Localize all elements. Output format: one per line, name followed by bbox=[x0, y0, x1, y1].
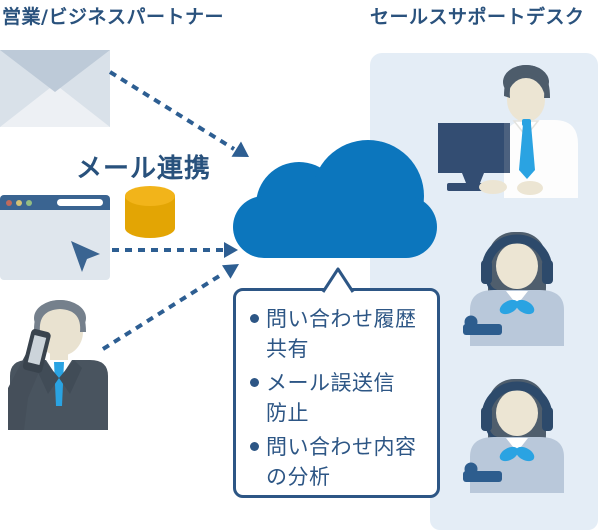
database-icon-top bbox=[125, 186, 175, 206]
bubble-item-text: メール誤送信 防止 bbox=[266, 371, 395, 426]
bubble-item-text: 問い合わせ履歴 共有 bbox=[266, 307, 417, 362]
bubble-item: メール誤送信 防止 bbox=[248, 368, 429, 428]
browser-titlebar bbox=[0, 195, 110, 210]
right-column-title: セールスサポートデスク bbox=[370, 6, 585, 28]
bubble-item: 問い合わせ履歴 共有 bbox=[248, 304, 429, 364]
scarf-icon bbox=[499, 299, 519, 315]
cloud-icon bbox=[233, 196, 437, 258]
left-column-title: 営業/ビジネスパートナー bbox=[2, 6, 224, 28]
monitor-icon bbox=[438, 123, 510, 173]
phone-person-illustration bbox=[8, 298, 110, 430]
browser-dot-yellow bbox=[16, 199, 22, 206]
headset-agent-icon bbox=[463, 232, 564, 346]
speech-bubble-tail bbox=[321, 267, 355, 293]
bubble-item-text: 問い合わせ内容 の分析 bbox=[266, 435, 417, 490]
bullet-icon bbox=[250, 442, 259, 452]
arrowhead-email bbox=[231, 141, 249, 157]
arrow-phone-to-cloud bbox=[101, 271, 226, 351]
arrowhead-phone bbox=[222, 264, 239, 279]
arrow-email-to-cloud bbox=[108, 70, 236, 151]
mail-integration-label: メール連携 bbox=[76, 154, 212, 184]
support-agent-1-icon bbox=[438, 65, 578, 198]
browser-dot-green bbox=[26, 199, 32, 206]
cursor-icon bbox=[70, 240, 104, 274]
agent-monitor-illustration bbox=[438, 58, 578, 198]
bullet-icon bbox=[250, 378, 259, 388]
headset-icon bbox=[481, 234, 553, 271]
scarf-icon bbox=[499, 446, 519, 462]
agent-headset-illustration-2 bbox=[460, 371, 575, 493]
browser-window-icon bbox=[0, 195, 110, 280]
bullet-icon bbox=[250, 314, 259, 323]
browser-dot-red bbox=[6, 199, 12, 206]
phone-icon bbox=[22, 329, 51, 373]
bubble-item: 問い合わせ内容 の分析 bbox=[248, 432, 429, 492]
arrowhead-web bbox=[224, 242, 238, 258]
headset-icon bbox=[481, 381, 553, 418]
agent-headset-illustration-1 bbox=[460, 224, 575, 346]
browser-address-bar bbox=[57, 199, 103, 206]
speech-bubble: 問い合わせ履歴 共有 メール誤送信 防止 問い合わせ内容 の分析 bbox=[233, 288, 440, 498]
email-envelope-icon bbox=[0, 50, 110, 127]
headset-agent-icon bbox=[463, 379, 564, 493]
tie-icon bbox=[54, 362, 64, 406]
